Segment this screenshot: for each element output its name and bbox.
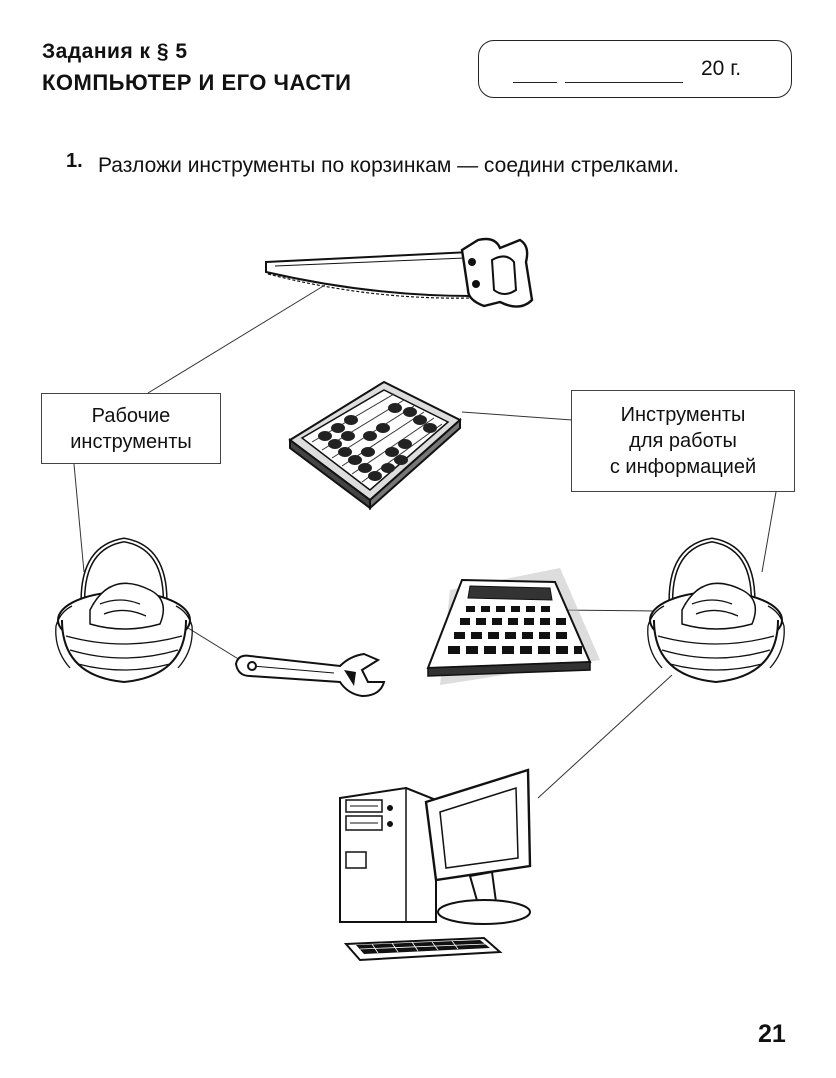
label-working-tools-line-1: Рабочие (91, 404, 171, 427)
label-information-tools-line-2: для работы (629, 430, 737, 452)
date-year-label: 20 г. (701, 57, 742, 80)
chapter-title: КОМПЬЮТЕР И ЕГО ЧАСТИ (42, 70, 352, 95)
line-info-to-basket (761, 491, 777, 573)
label-information-tools-line-3: с информацией (609, 456, 757, 478)
date-day-line (513, 82, 557, 83)
saw-icon[interactable] (265, 237, 534, 308)
computer-icon[interactable] (339, 768, 532, 962)
task-number: 1. (66, 150, 83, 172)
task-text: Разложи инструменты по корзинкам — соеди… (98, 154, 680, 177)
wrench-icon[interactable] (234, 652, 386, 698)
basket-icon[interactable] (55, 537, 193, 684)
date-month-line (565, 82, 683, 83)
label-working-tools: Рабочие инструменты (41, 393, 221, 464)
label-information-tools: Инструменты для работы с информацией (571, 390, 795, 492)
line-abacus-to-info (461, 411, 573, 421)
line-computer-to-basket (537, 674, 673, 799)
line-wrench-to-basket (187, 627, 241, 661)
section-title: Задания к § 5 (42, 40, 188, 63)
basket-icon[interactable] (647, 537, 785, 684)
abacus-icon[interactable] (288, 380, 462, 511)
label-working-tools-line-2: инструменты (70, 430, 192, 453)
date-field[interactable]: 20 г. (478, 40, 792, 98)
line-saw-to-working (147, 284, 326, 394)
line-working-to-basket (73, 463, 85, 573)
label-information-tools-line-1: Инструменты (620, 404, 746, 426)
connector-lines (73, 284, 777, 799)
page-number: 21 (758, 1020, 786, 1048)
calculator-icon[interactable] (426, 568, 600, 685)
